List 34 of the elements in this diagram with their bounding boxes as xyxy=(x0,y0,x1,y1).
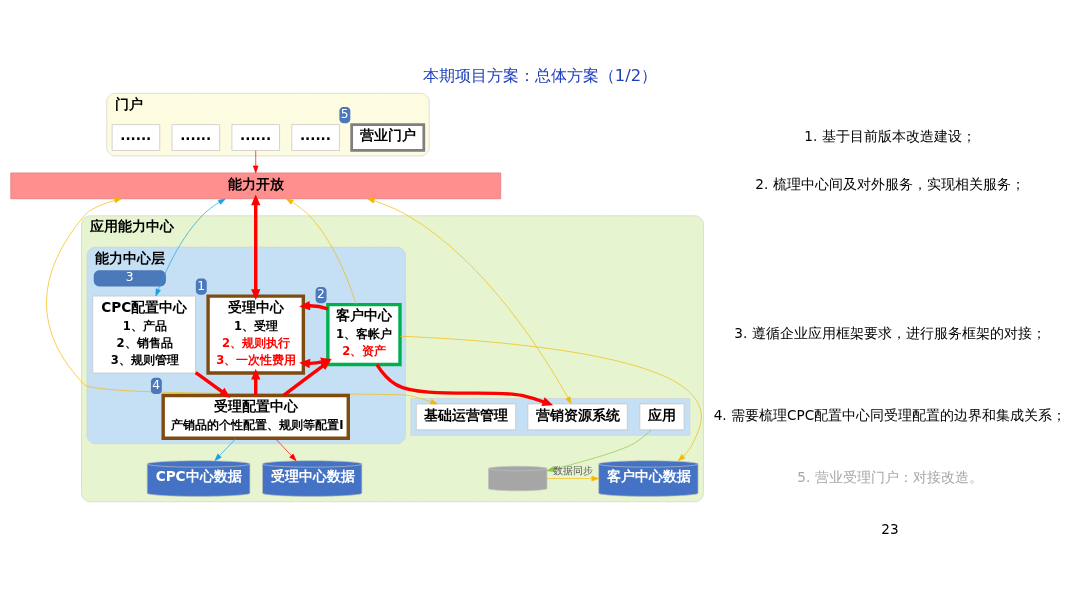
node-box: 营销资源系统 xyxy=(527,403,628,431)
arrow xyxy=(367,198,572,405)
node-box: 基础运营管理 xyxy=(416,403,516,431)
node-box: ...... xyxy=(231,124,280,151)
label: 1. 基于目前版本改造建设； xyxy=(804,127,976,144)
node-box: ...... xyxy=(291,124,340,151)
arrow xyxy=(275,438,297,461)
label: 2. 梳理中心间及对外服务，实现相关服务； xyxy=(755,176,1025,193)
node-label: 4 xyxy=(152,377,161,392)
edge-label: 数据同步 xyxy=(552,464,593,476)
arrow xyxy=(214,438,237,461)
arrow xyxy=(251,194,261,301)
node-label: 1 xyxy=(197,278,205,293)
arrow xyxy=(375,363,554,407)
label: 4. 需要梳理CPC配置中心同受理配置的边界和集成关系； xyxy=(713,407,1067,424)
arrow xyxy=(299,300,329,311)
node-box: CPC配置中心 1、产品 2、销售品 3、规则管理 xyxy=(92,295,196,374)
arrow xyxy=(546,429,652,472)
arrow xyxy=(546,475,599,482)
diagram-title: 本期项目方案：总体方案（1/2） xyxy=(422,65,658,85)
label: 23 xyxy=(881,521,899,538)
node-label: 2 xyxy=(316,287,325,302)
arrow xyxy=(253,150,259,174)
label: 5. 营业受理门户：对接改造。 xyxy=(797,468,983,485)
arrow xyxy=(194,371,231,398)
arrow xyxy=(46,197,438,405)
node-label: 3 xyxy=(125,270,134,285)
node-box: ...... xyxy=(171,124,220,151)
node-box: ...... xyxy=(111,124,161,151)
node-box: 能力开放 xyxy=(10,172,502,200)
label: 3. 遵循企业应用框架要求，进行服务框架的对接； xyxy=(734,324,1046,341)
node-box: 应用 xyxy=(639,403,685,431)
arrow xyxy=(399,335,702,462)
node-label: 5 xyxy=(340,107,349,122)
